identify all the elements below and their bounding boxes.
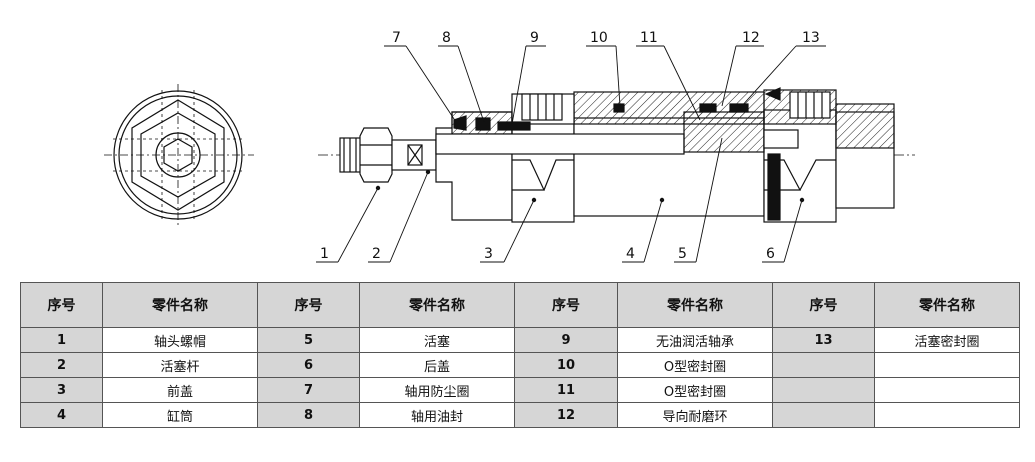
part-number: 11 bbox=[514, 377, 618, 403]
part-number bbox=[772, 402, 875, 428]
table-header-row: 序号 零件名称 序号 零件名称 序号 零件名称 序号 零件名称 bbox=[20, 282, 1020, 328]
part-name: 轴头螺帽 bbox=[102, 327, 258, 353]
part-number: 2 bbox=[20, 352, 103, 378]
header-cell: 序号 bbox=[514, 282, 618, 328]
callout-13: 13 bbox=[802, 30, 820, 46]
part-name: 后盖 bbox=[359, 352, 515, 378]
callout-9: 9 bbox=[530, 30, 539, 46]
callouts: 7 8 9 10 11 12 13 1 2 3 4 5 6 bbox=[316, 30, 826, 263]
part-name bbox=[874, 377, 1020, 403]
part-number: 7 bbox=[257, 377, 360, 403]
callout-6: 6 bbox=[766, 246, 775, 262]
part-name: 活塞密封圈 bbox=[874, 327, 1020, 353]
part-name: 前盖 bbox=[102, 377, 258, 403]
part-name: 轴用防尘圈 bbox=[359, 377, 515, 403]
callout-5: 5 bbox=[678, 246, 687, 262]
part-number: 3 bbox=[20, 377, 103, 403]
header-cell: 零件名称 bbox=[359, 282, 515, 328]
header-cell: 零件名称 bbox=[617, 282, 773, 328]
part-name bbox=[874, 352, 1020, 378]
part-name: 活塞杆 bbox=[102, 352, 258, 378]
part-number: 9 bbox=[514, 327, 618, 353]
callout-12: 12 bbox=[742, 30, 760, 46]
part-name: 导向耐磨环 bbox=[617, 402, 773, 428]
part-number: 4 bbox=[20, 402, 103, 428]
part-name: 活塞 bbox=[359, 327, 515, 353]
part-number bbox=[772, 377, 875, 403]
part-name: 轴用油封 bbox=[359, 402, 515, 428]
callout-10: 10 bbox=[590, 30, 608, 46]
header-cell: 序号 bbox=[257, 282, 360, 328]
part-number: 1 bbox=[20, 327, 103, 353]
table-row: 4 缸筒 8 轴用油封 12 导向耐磨环 bbox=[20, 402, 1020, 428]
parts-table: 序号 零件名称 序号 零件名称 序号 零件名称 序号 零件名称 1 轴头螺帽 5… bbox=[20, 282, 1020, 428]
side-view bbox=[318, 87, 915, 223]
part-number: 13 bbox=[772, 327, 875, 353]
part-number: 8 bbox=[257, 402, 360, 428]
part-name: 无油润活轴承 bbox=[617, 327, 773, 353]
header-cell: 零件名称 bbox=[874, 282, 1020, 328]
cylinder-drawing: 7 8 9 10 11 12 13 1 2 3 4 5 6 bbox=[104, 30, 915, 263]
callout-1: 1 bbox=[320, 246, 329, 262]
part-number bbox=[772, 352, 875, 378]
header-cell: 序号 bbox=[20, 282, 103, 328]
header-cell: 零件名称 bbox=[102, 282, 258, 328]
callout-2: 2 bbox=[372, 246, 381, 262]
part-name: O型密封圈 bbox=[617, 377, 773, 403]
part-name: O型密封圈 bbox=[617, 352, 773, 378]
callout-3: 3 bbox=[484, 246, 493, 262]
header-cell: 序号 bbox=[772, 282, 875, 328]
part-number: 12 bbox=[514, 402, 618, 428]
part-number: 10 bbox=[514, 352, 618, 378]
part-number: 5 bbox=[257, 327, 360, 353]
end-view bbox=[104, 84, 254, 226]
part-number: 6 bbox=[257, 352, 360, 378]
callout-4: 4 bbox=[626, 246, 635, 262]
table-row: 2 活塞杆 6 后盖 10 O型密封圈 bbox=[20, 352, 1020, 378]
part-name: 缸筒 bbox=[102, 402, 258, 428]
part-name bbox=[874, 402, 1020, 428]
table-row: 1 轴头螺帽 5 活塞 9 无油润活轴承 13 活塞密封圈 bbox=[20, 327, 1020, 353]
callout-11: 11 bbox=[640, 30, 658, 46]
table-row: 3 前盖 7 轴用防尘圈 11 O型密封圈 bbox=[20, 377, 1020, 403]
callout-7: 7 bbox=[392, 30, 401, 46]
callout-8: 8 bbox=[442, 30, 451, 46]
